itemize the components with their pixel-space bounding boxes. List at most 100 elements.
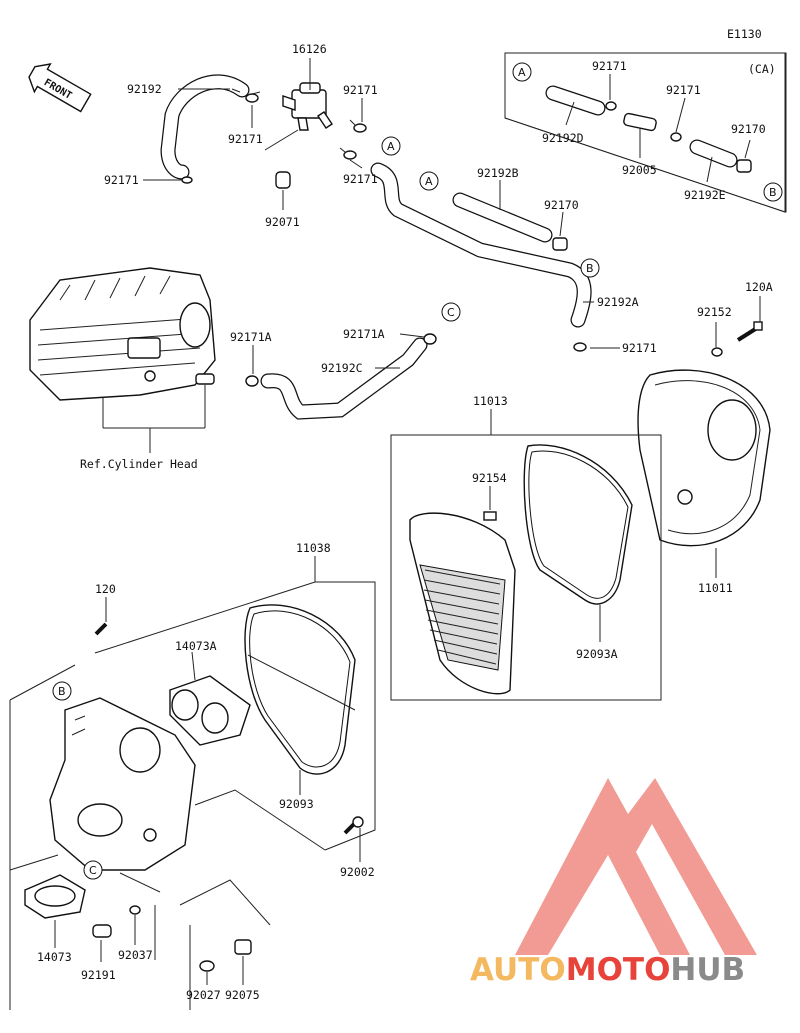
ref-circle-b2: B [580, 258, 600, 278]
callout-92170-ca: 92170 [731, 122, 766, 136]
filter-92005 [623, 112, 657, 132]
callout-92093: 92093 [279, 797, 314, 811]
ref-circle-a1: A [512, 62, 532, 82]
hose-92192C [260, 337, 428, 420]
hose-92192D [545, 85, 606, 116]
washer-92152 [711, 347, 723, 357]
clamp-92171-lower [573, 342, 587, 352]
clamp-92171-top-b [349, 119, 367, 133]
ref-circle-a2: A [381, 136, 401, 156]
grommet-92075 [234, 939, 252, 955]
ref-cylinder-head-label: Ref.Cylinder Head [80, 457, 198, 471]
callout-16126: 16126 [292, 42, 327, 56]
svg-text:A: A [387, 140, 395, 153]
callout-11038: 11038 [296, 541, 331, 555]
callout-92027: 92027 [186, 988, 221, 1002]
callout-92075: 92075 [225, 988, 260, 1002]
clamp-92171-ca-1 [605, 101, 617, 111]
gasket-92093A [523, 444, 633, 605]
bolt-120 [94, 622, 108, 636]
svg-text:A: A [425, 175, 433, 188]
callout-14073A: 14073A [175, 639, 217, 653]
callout-92192E: 92192E [684, 188, 726, 202]
callout-92071: 92071 [265, 215, 300, 229]
clamp-92171A-2 [423, 333, 437, 345]
callout-92171-e: 92171 [622, 341, 657, 355]
watermark-auto: AUTO [470, 952, 566, 988]
callout-92171A-2: 92171A [343, 327, 385, 341]
front-arrow-icon: FRONT [28, 63, 92, 113]
duct-14073 [24, 874, 86, 919]
watermark-text: AUTOMOTOHUB [470, 952, 745, 988]
callout-92037: 92037 [118, 948, 153, 962]
callout-92171-d: 92171 [104, 173, 139, 187]
ca-variant-box [504, 52, 787, 213]
watermark-hub: HUB [670, 952, 745, 988]
svg-text:A: A [518, 66, 526, 79]
callout-92171-a: 92171 [228, 132, 263, 146]
callout-92171-b: 92171 [343, 83, 378, 97]
svg-text:C: C [447, 306, 455, 319]
callout-92171-ca1: 92171 [592, 59, 627, 73]
callout-92152: 92152 [697, 305, 732, 319]
bolt-120A [736, 321, 763, 342]
callout-92192D: 92192D [542, 131, 584, 145]
hose-92192A [370, 162, 592, 328]
ref-circle-c2: C [83, 860, 103, 880]
group-11038-lines [9, 581, 376, 1010]
callout-120: 120 [95, 582, 116, 596]
svg-text:B: B [586, 262, 594, 275]
base-housing [49, 697, 196, 871]
clamp-92170-ca [736, 159, 752, 173]
ref-circle-a3: A [419, 171, 439, 191]
leader-lines [54, 58, 761, 985]
callout-92192C: 92192C [321, 361, 363, 375]
ref-bracket [102, 385, 206, 453]
callout-92093A: 92093A [576, 647, 618, 661]
clamp-92171-top-c [339, 147, 357, 160]
grommet-92027 [199, 960, 215, 972]
hose-92192B [452, 192, 553, 243]
callout-120A: 120A [745, 280, 773, 294]
callout-92191: 92191 [81, 968, 116, 982]
callout-14073: 14073 [37, 950, 72, 964]
hose-92192E [689, 139, 738, 168]
diagram-code: E1130 [727, 27, 762, 41]
callout-92171A-1: 92171A [230, 330, 272, 344]
clamp-92171-top-a [245, 91, 261, 103]
duct-14073A [169, 675, 251, 746]
svg-text:B: B [58, 685, 66, 698]
ref-circle-b1: B [763, 182, 783, 202]
callout-92192: 92192 [127, 82, 162, 96]
variant-label: (CA) [748, 62, 776, 76]
callout-92171-ca2: 92171 [666, 83, 701, 97]
callout-92170: 92170 [544, 198, 579, 212]
callout-92002: 92002 [340, 865, 375, 879]
callout-92171-c: 92171 [343, 172, 378, 186]
svg-text:C: C [89, 864, 97, 877]
gasket-92093 [244, 604, 356, 775]
nipple-cyl [195, 373, 215, 385]
ref-circle-b3: B [52, 681, 72, 701]
svg-text:B: B [769, 186, 777, 199]
element-11013-box [390, 434, 662, 701]
callout-92154: 92154 [472, 471, 507, 485]
watermark-logo [515, 778, 757, 955]
element-frame [409, 512, 516, 695]
callout-92005: 92005 [622, 163, 657, 177]
hose-92192 [160, 74, 250, 180]
clamp-92037 [129, 905, 141, 915]
plug-92191 [92, 924, 112, 938]
cylinder-head [29, 267, 216, 401]
clamp-92171-ca-2 [670, 132, 682, 142]
clamp-92170 [552, 237, 568, 251]
clamp-92171A-1 [245, 375, 259, 387]
callout-92192B: 92192B [477, 166, 519, 180]
clamp-92171-top-d [181, 176, 193, 184]
callout-11011: 11011 [698, 581, 733, 595]
watermark-moto: MOTO [566, 952, 671, 988]
valve-16126 [282, 82, 333, 131]
callout-92192A: 92192A [597, 295, 639, 309]
ref-circle-c1: C [441, 302, 461, 322]
